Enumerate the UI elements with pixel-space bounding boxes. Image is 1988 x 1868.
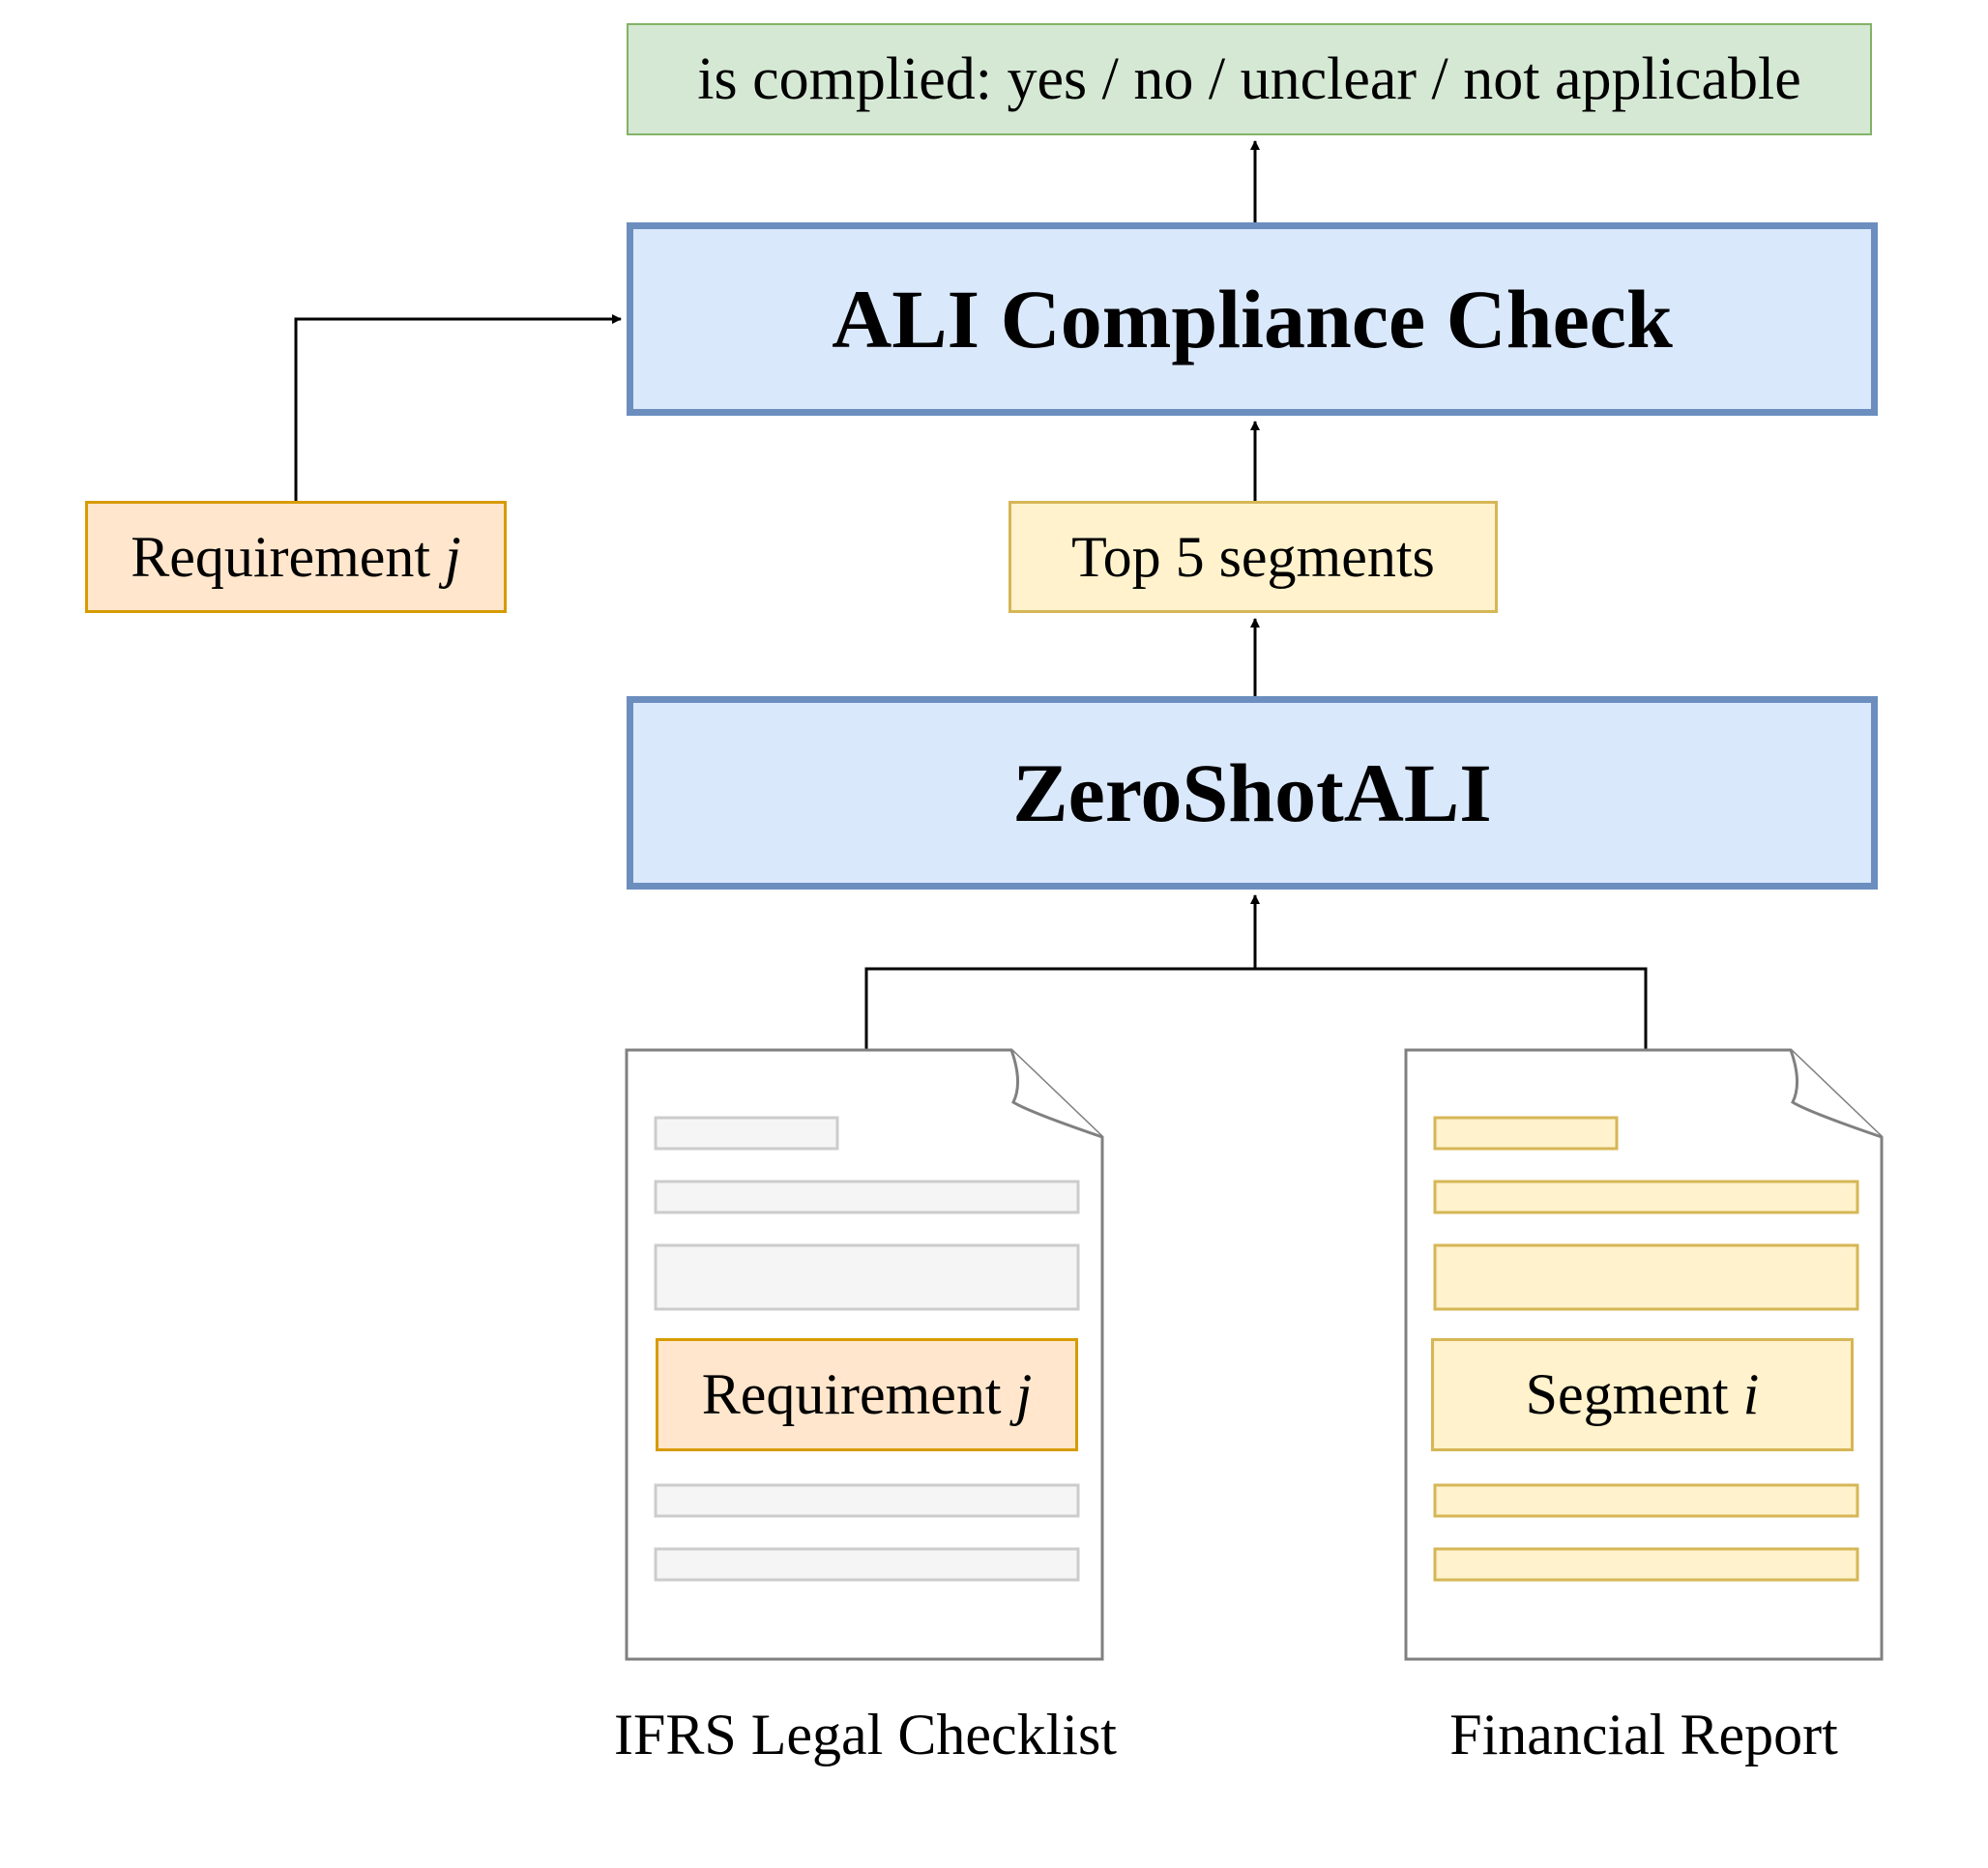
output-compliance-result: is complied: yes / no / unclear / not ap…: [627, 23, 1872, 135]
doc-line: [654, 1483, 1080, 1518]
report-segment-highlight: Segment i: [1431, 1338, 1854, 1451]
doc-line: [1433, 1483, 1859, 1518]
checklist-requirement-highlight: Requirement j: [656, 1338, 1078, 1451]
top-segments-box: Top 5 segments: [1009, 501, 1498, 613]
report-segment-var: i: [1742, 1362, 1760, 1426]
doc-line: [654, 1116, 839, 1151]
report-segment-label: Segment i: [1525, 1362, 1760, 1426]
checklist-requirement-var: j: [1015, 1362, 1033, 1426]
doc-line: [654, 1547, 1080, 1582]
ali-compliance-check-label: ALI Compliance Check: [832, 273, 1673, 365]
zeroshot-ali-box: ZeroShotALI: [627, 696, 1878, 890]
connector-documents-merge: [864, 967, 1648, 1050]
arrow-requirement-to-compliance: [294, 314, 622, 501]
checklist-requirement-label: Requirement j: [701, 1362, 1033, 1426]
doc-line: [1433, 1180, 1859, 1214]
ali-compliance-check-box: ALI Compliance Check: [627, 222, 1878, 416]
zeroshot-ali-label: ZeroShotALI: [1012, 746, 1492, 839]
doc-line: [654, 1243, 1080, 1311]
report-caption: Financial Report: [1449, 1703, 1838, 1766]
checklist-caption: IFRS Legal Checklist: [614, 1703, 1117, 1766]
doc-line: [654, 1180, 1080, 1214]
top-segments-label: Top 5 segments: [1071, 524, 1435, 589]
requirement-input-label: Requirement j: [131, 524, 461, 589]
output-text: is complied: yes / no / unclear / not ap…: [697, 45, 1801, 112]
doc-line: [1433, 1243, 1859, 1311]
requirement-input-box: Requirement j: [85, 501, 507, 613]
requirement-input-var: j: [445, 524, 461, 589]
doc-line: [1433, 1116, 1619, 1151]
doc-line: [1433, 1547, 1859, 1582]
